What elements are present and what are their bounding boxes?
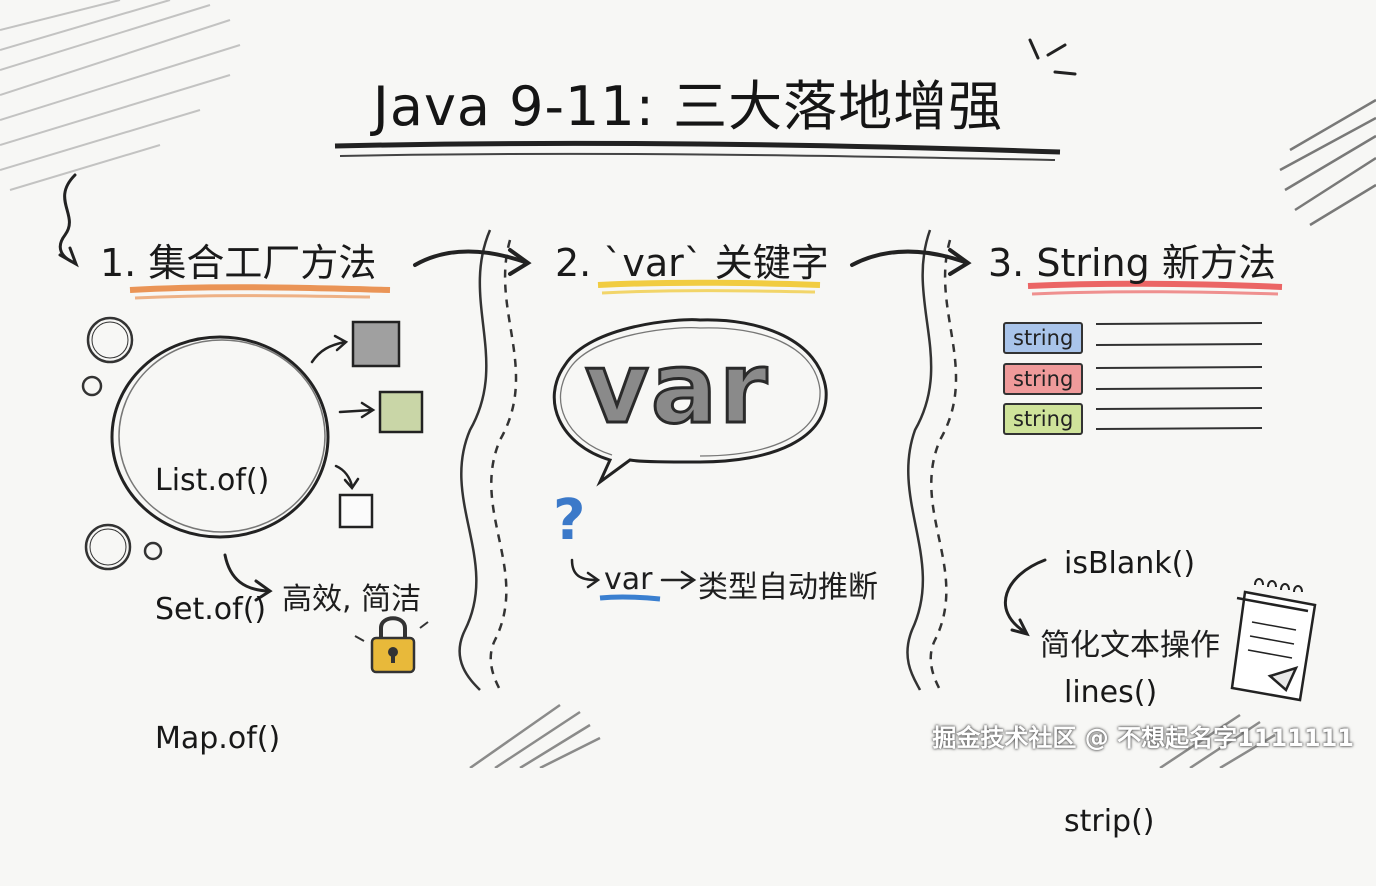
title-underline — [334, 140, 1061, 155]
decor-bubbles — [81, 316, 163, 571]
title-spark-icon — [1028, 38, 1077, 76]
code-line-set-of: Set.of() — [155, 592, 267, 627]
string-tag-red: string — [1003, 363, 1084, 395]
box-green — [378, 390, 424, 434]
arrow-to-note1 — [223, 553, 273, 602]
code-line-strip: strip() — [1064, 804, 1155, 839]
page-title: Java 9-11: 三大落地增强 — [372, 75, 1004, 138]
code-line-lines: lines() — [1064, 675, 1158, 710]
arrow-2-to-3 — [850, 248, 972, 276]
divider-right — [906, 229, 958, 691]
var-flow-to: 类型自动推断 — [698, 570, 878, 605]
divider-left — [458, 229, 518, 691]
string-tag-green: string — [1003, 403, 1084, 435]
string-tag-blue: string — [1003, 322, 1084, 354]
question-mark-icon: ? — [553, 488, 586, 553]
corner-scribble-top-right — [1279, 98, 1376, 227]
var-underline — [599, 594, 661, 602]
arrow-into-section1 — [58, 173, 79, 268]
box-dark — [351, 320, 401, 368]
section3-note: 简化文本操作 — [1040, 628, 1220, 663]
var-bubble-text: var — [583, 331, 770, 448]
section2-heading: 2. `var` 关键字 — [555, 241, 829, 285]
section1-note: 高效, 简洁 — [282, 582, 422, 617]
lock-icon — [354, 616, 429, 674]
section1-heading: 1. 集合工厂方法 — [100, 241, 377, 285]
string-lines — [1095, 322, 1263, 430]
section2-underline — [597, 279, 821, 288]
collection-output-arrows — [310, 334, 376, 491]
code-line-isblank: isBlank() — [1064, 546, 1196, 581]
string-methods-list: isBlank() lines() strip() — [1064, 456, 1195, 886]
arrow-1-to-2 — [413, 248, 532, 276]
arrow-to-note3 — [1003, 558, 1047, 637]
corner-scribble-bottom — [469, 703, 1276, 768]
code-line-map-of: Map.of() — [155, 721, 281, 756]
section3-underline — [1027, 280, 1283, 290]
notepad-icon — [1230, 578, 1317, 702]
code-line-list-of: List.of() — [155, 463, 270, 498]
collection-circle — [110, 335, 330, 539]
box-empty — [338, 493, 374, 529]
corner-scribble-top-left — [0, 0, 241, 191]
speech-bubble-icon — [552, 318, 828, 487]
var-flow-from: var — [604, 562, 653, 597]
watermark: 掘金技术社区 @ 不想起名字1111111 — [932, 724, 1354, 752]
collection-code-list: List.of() Set.of() Map.of() — [155, 373, 280, 803]
sketch-background-layer — [0, 0, 1376, 768]
var-flow-arrows — [570, 558, 697, 590]
section1-underline — [129, 284, 391, 293]
section3-heading: 3. String 新方法 — [988, 241, 1276, 285]
